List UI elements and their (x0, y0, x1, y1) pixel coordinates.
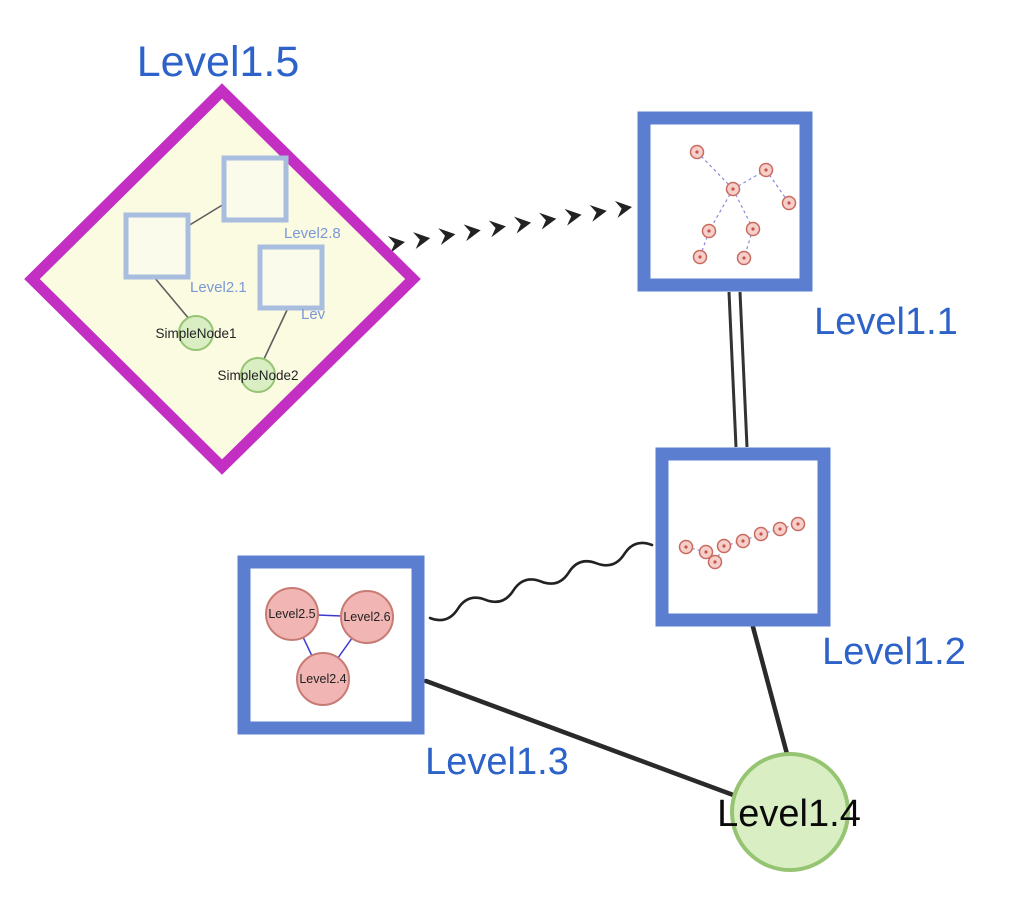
level11-box[interactable] (637, 111, 813, 292)
inner-edge (696, 151, 734, 190)
edge-level28-level21[interactable] (187, 203, 225, 227)
label-lev: Lev (301, 306, 326, 323)
tiny-node-dot (684, 545, 688, 549)
simplenode2-circle[interactable] (240, 357, 276, 393)
node-level28[interactable] (221, 155, 289, 223)
node-level21[interactable] (123, 212, 191, 280)
tiny-node-dot (759, 532, 763, 536)
label-level13: Level1.3 (425, 741, 569, 783)
node-level15[interactable]: Level2.8 Level2.1 Lev SimpleNode1 Simple… (24, 83, 421, 475)
label-level24: Level2.4 (299, 672, 346, 686)
label-level15: Level1.5 (137, 38, 300, 86)
double-line-2 (738, 291, 749, 448)
tiny-node-dot (704, 550, 708, 554)
node-level26[interactable]: Level2.6 (340, 590, 394, 644)
edge-dash (438, 225, 457, 246)
edge-level13-level14[interactable] (423, 678, 747, 802)
tiny-node-dot (764, 168, 768, 172)
label-level14: Level1.4 (717, 793, 861, 835)
node-simplenode2[interactable]: SimpleNode2 (217, 357, 299, 393)
edge-level11-level12[interactable] (727, 291, 749, 448)
label-level11: Level1.1 (814, 301, 958, 343)
edge-dash (413, 229, 432, 249)
double-line-1 (727, 291, 738, 448)
tiny-node-dot (787, 201, 791, 205)
tiny-node-dot (741, 539, 745, 543)
node-level14[interactable]: Level1.4 (717, 752, 861, 872)
edge-dash (589, 202, 609, 222)
node-level11[interactable] (637, 111, 813, 292)
tiny-node-dot (778, 527, 782, 531)
tiny-node-dot (731, 187, 735, 191)
edge-level15-level11[interactable] (387, 198, 634, 253)
level14-circle[interactable] (730, 752, 850, 872)
level11-inner-graph (689, 144, 797, 266)
tiny-node-dot (707, 229, 711, 233)
tiny-node-dot (698, 255, 702, 259)
level24-circle[interactable] (296, 652, 350, 706)
label-level25: Level2.5 (268, 607, 315, 621)
simplenode1-circle[interactable] (178, 315, 214, 351)
node-level12[interactable] (655, 447, 831, 627)
tiny-node-dot (722, 544, 726, 548)
node-level25[interactable]: Level2.5 (265, 587, 319, 641)
label-level12: Level1.2 (822, 631, 966, 673)
level26-circle[interactable] (340, 590, 394, 644)
node-level13[interactable]: Level2.5 Level2.6 Level2.4 (237, 555, 425, 735)
edge-dash (463, 221, 483, 242)
node-lev[interactable] (257, 244, 325, 311)
inner-edge (699, 230, 710, 258)
level25-circle[interactable] (265, 587, 319, 641)
node-level24[interactable]: Level2.4 (296, 652, 350, 706)
edge-lev-simplenode2[interactable] (263, 307, 289, 360)
tiny-node-dot (695, 150, 699, 154)
level12-inner-graph (678, 516, 806, 570)
diamond-shape[interactable] (24, 83, 421, 475)
label-level21: Level2.1 (190, 279, 247, 296)
label-simplenode1: SimpleNode1 (155, 326, 236, 341)
tiny-node-dot (713, 560, 717, 564)
node-simplenode1[interactable]: SimpleNode1 (155, 315, 237, 351)
edge-dash (488, 218, 508, 238)
inner-edge (732, 188, 754, 230)
inner-edge (708, 188, 734, 232)
label-level28: Level2.8 (284, 225, 341, 242)
edge-level13-level12[interactable] (428, 541, 654, 622)
tiny-node-dot (742, 256, 746, 260)
label-simplenode2: SimpleNode2 (217, 368, 298, 383)
edge-level21-simplenode1[interactable] (153, 276, 191, 321)
edge-dash (564, 206, 583, 226)
tiny-node-dot (751, 227, 755, 231)
edge-level12-level14[interactable] (750, 624, 790, 757)
tiny-node-dot (796, 522, 800, 526)
edge-dash (539, 210, 558, 230)
edge-dash (513, 214, 533, 234)
edge-dash (614, 198, 634, 218)
label-level26: Level2.6 (343, 610, 390, 624)
